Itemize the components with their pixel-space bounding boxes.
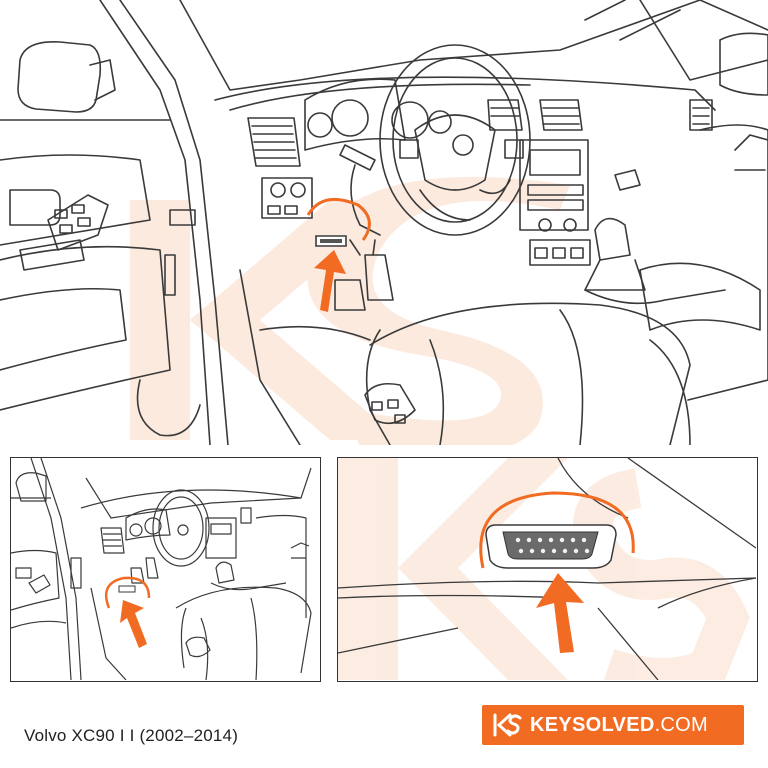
main-illustration bbox=[0, 0, 768, 445]
inset-overview-drawing bbox=[11, 458, 312, 680]
ks-logo-icon bbox=[493, 713, 522, 737]
brand-name-main: KEYSOLVED bbox=[530, 713, 655, 736]
obd-location-highlight bbox=[306, 197, 371, 247]
brand-badge[interactable]: KEYSOLVED.COM bbox=[482, 705, 744, 745]
brand-name-suffix: .COM bbox=[654, 713, 708, 736]
vehicle-caption: Volvo XC90 I I (2002–2014) bbox=[24, 726, 239, 745]
car-interior-drawing bbox=[0, 0, 768, 445]
inset-overview-panel bbox=[10, 457, 321, 682]
brand-name: KEYSOLVED.COM bbox=[530, 714, 708, 737]
arrow-up-icon bbox=[120, 600, 147, 648]
arrow-up-icon bbox=[314, 250, 346, 312]
inset-zoom-panel bbox=[337, 457, 758, 682]
arrow-up-icon bbox=[536, 573, 584, 653]
ks-watermark-icon bbox=[130, 176, 570, 445]
obd-connector-icon bbox=[485, 524, 617, 569]
ks-watermark-icon bbox=[338, 458, 750, 680]
inset-zoom-drawing bbox=[338, 458, 756, 680]
